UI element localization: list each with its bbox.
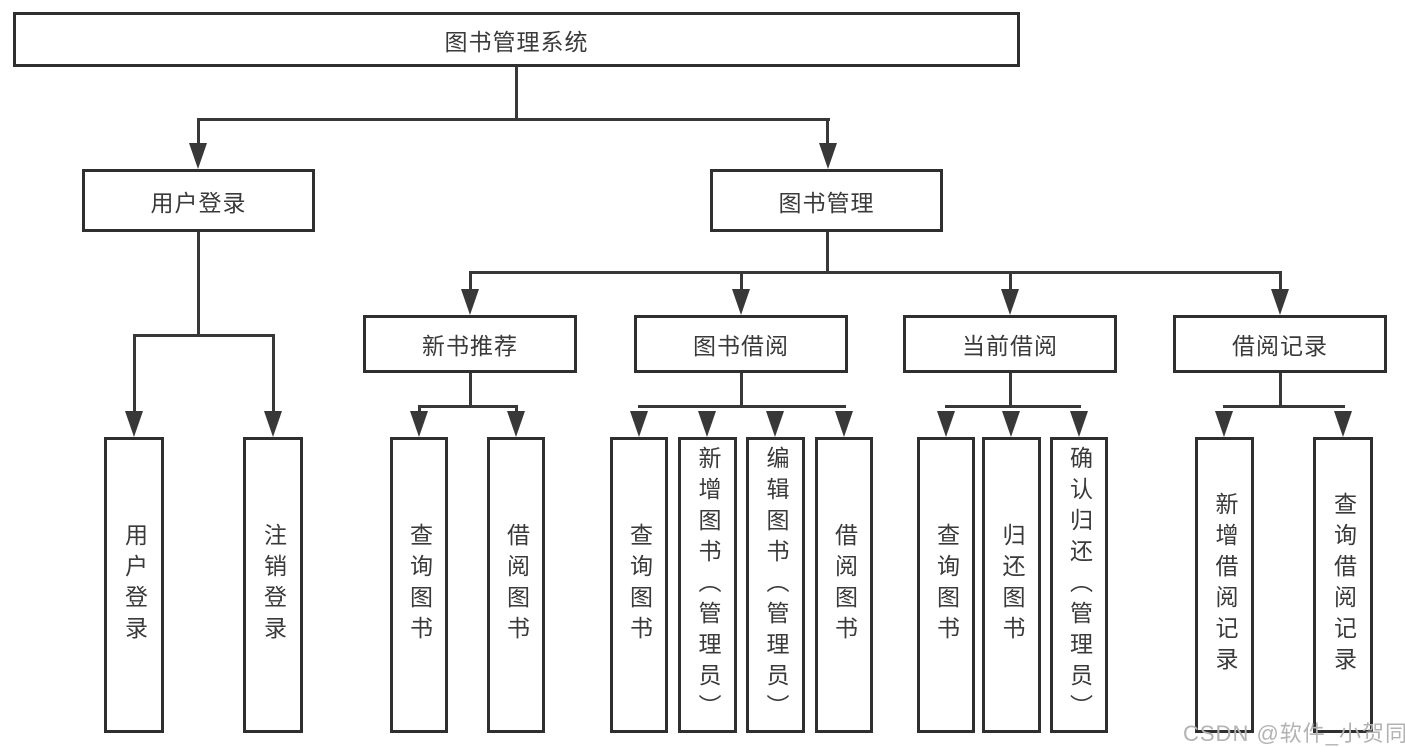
- arrowhead-down-icon: [410, 411, 428, 437]
- arrowhead-down-icon: [698, 411, 716, 437]
- arrowhead-down-icon: [937, 411, 955, 437]
- connector-line: [133, 334, 275, 337]
- arrowhead-down-icon: [630, 411, 648, 437]
- arrowhead-down-icon: [1001, 289, 1019, 315]
- leaf-user-login: 用户登录: [104, 437, 164, 733]
- node-label: 查询图书: [626, 523, 653, 647]
- node-borrow-record: 借阅记录: [1173, 315, 1387, 373]
- node-label: 借阅记录: [1232, 333, 1328, 359]
- node-label: 查询图书: [933, 523, 960, 647]
- arrowhead-down-icon: [264, 411, 282, 437]
- node-label: 查询图书: [406, 523, 433, 647]
- connector-line: [945, 405, 1081, 408]
- arrowhead-down-icon: [1215, 411, 1233, 437]
- node-label: 查询借阅记录: [1330, 492, 1357, 678]
- leaf-borrow-books-recommend: 借阅图书: [487, 437, 545, 733]
- node-label: 确认归还（管理员）: [1066, 445, 1093, 725]
- connector-line: [1223, 405, 1345, 408]
- connector-line: [1009, 271, 1012, 293]
- connector-line: [1279, 271, 1282, 293]
- node-new-book-recommend: 新书推荐: [363, 315, 577, 373]
- leaf-borrow-books: 借阅图书: [815, 437, 873, 733]
- leaf-confirm-return-admin: 确认归还（管理员）: [1050, 437, 1108, 733]
- connector-line: [740, 271, 743, 293]
- connector-line: [1279, 373, 1282, 407]
- leaf-query-borrow-record: 查询借阅记录: [1313, 437, 1373, 733]
- node-label: 新书推荐: [422, 333, 518, 359]
- node-label: 借阅图书: [503, 523, 530, 647]
- leaf-query-books-current: 查询图书: [917, 437, 975, 733]
- node-label: 当前借阅: [962, 333, 1058, 359]
- arrowhead-down-icon: [1271, 289, 1289, 315]
- node-label: 新增图书（管理员）: [695, 445, 721, 725]
- node-user-login-group: 用户登录: [82, 169, 315, 232]
- leaf-edit-books-admin: 编辑图书（管理员）: [746, 437, 805, 733]
- connector-line: [418, 405, 518, 408]
- connector-line: [826, 232, 829, 273]
- arrowhead-down-icon: [819, 143, 837, 169]
- leaf-logout: 注销登录: [243, 437, 303, 733]
- node-book-borrow: 图书借阅: [634, 315, 848, 373]
- node-label: 注销登录: [260, 523, 287, 647]
- connector-line: [826, 118, 829, 146]
- arrowhead-down-icon: [507, 411, 525, 437]
- node-label: 图书管理系统: [444, 28, 589, 55]
- node-label: 编辑图书（管理员）: [763, 445, 789, 725]
- arrowhead-down-icon: [1002, 411, 1020, 437]
- arrowhead-down-icon: [125, 411, 143, 437]
- csdn-watermark: CSDN @软件_小贺同学: [1183, 721, 1405, 746]
- leaf-query-books-borrow: 查询图书: [610, 437, 668, 733]
- node-label: 图书借阅: [693, 333, 789, 359]
- node-label: 用户登录: [121, 523, 148, 647]
- connector-line: [515, 67, 518, 119]
- connector-line: [638, 405, 846, 408]
- node-library-management-system: 图书管理系统: [13, 12, 1020, 67]
- leaf-add-books-admin: 新增图书（管理员）: [678, 437, 737, 733]
- connector-line: [197, 118, 830, 121]
- leaf-query-books-recommend: 查询图书: [390, 437, 448, 733]
- connector-line: [1009, 373, 1012, 407]
- connector-line: [740, 373, 743, 407]
- connector-line: [272, 334, 275, 414]
- leaf-add-borrow-record: 新增借阅记录: [1195, 437, 1254, 733]
- leaf-return-books: 归还图书: [982, 437, 1041, 733]
- node-book-management: 图书管理: [710, 169, 943, 232]
- arrowhead-down-icon: [189, 143, 207, 169]
- connector-line: [197, 118, 200, 146]
- arrowhead-down-icon: [732, 289, 750, 315]
- connector-line: [469, 271, 472, 293]
- node-label: 新增借阅记录: [1212, 492, 1238, 678]
- arrowhead-down-icon: [835, 411, 853, 437]
- connector-line: [133, 334, 136, 414]
- node-label: 归还图书: [999, 523, 1025, 647]
- connector-line: [469, 271, 1282, 274]
- node-label: 借阅图书: [831, 523, 858, 647]
- arrowhead-down-icon: [766, 411, 784, 437]
- node-label: 用户登录: [150, 189, 247, 216]
- arrowhead-down-icon: [1334, 411, 1352, 437]
- connector-line: [197, 232, 200, 336]
- connector-line: [469, 373, 472, 407]
- node-current-borrow: 当前借阅: [903, 315, 1117, 373]
- arrowhead-down-icon: [1070, 411, 1088, 437]
- arrowhead-down-icon: [461, 289, 479, 315]
- node-label: 图书管理: [778, 189, 875, 216]
